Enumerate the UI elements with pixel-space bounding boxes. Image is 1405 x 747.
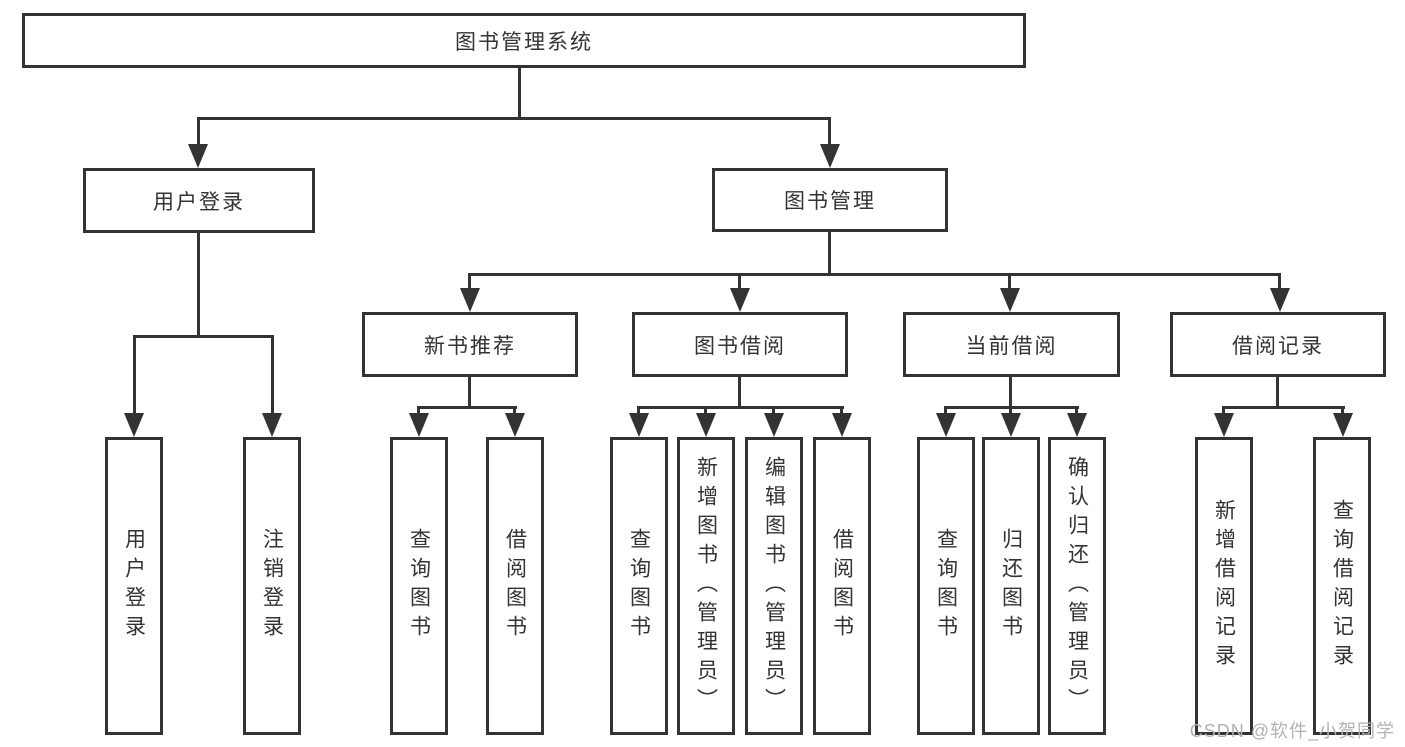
node-return-books: 归还图书 [982, 437, 1040, 735]
node-label: 查询图书 [627, 528, 651, 644]
connector-line [1222, 406, 1345, 409]
csdn-watermark: CSDN @软件_小贺同学 [1189, 721, 1395, 741]
node-borrowing-records: 借阅记录 [1170, 312, 1386, 377]
connector-line [133, 335, 136, 415]
connector-line [1075, 406, 1078, 415]
node-book-borrowing: 图书借阅 [632, 312, 848, 377]
connector-line [197, 117, 200, 147]
connector-line [468, 273, 471, 290]
node-label: 图书管理系统 [455, 30, 593, 54]
connector-line [271, 335, 274, 415]
arrow-down-icon [1001, 413, 1021, 437]
arrow-down-icon [188, 144, 208, 168]
node-label: 当前借阅 [965, 334, 1058, 358]
connector-line [1278, 273, 1281, 290]
connector-line [704, 406, 707, 415]
connector-line [417, 406, 420, 415]
arrow-down-icon [1333, 413, 1353, 437]
arrow-down-icon [764, 413, 784, 437]
connector-line [738, 377, 741, 409]
connector-line [828, 117, 831, 147]
connector-line [1276, 377, 1279, 409]
connector-line [772, 406, 775, 415]
arrow-down-icon [1067, 413, 1087, 437]
node-current-borrowing: 当前借阅 [903, 312, 1120, 377]
node-label: 图书借阅 [694, 334, 786, 358]
node-label: 查询借阅记录 [1330, 499, 1354, 673]
node-label: 注销登录 [260, 528, 284, 644]
arrow-down-icon [936, 413, 956, 437]
connector-line [840, 406, 843, 415]
connector-line [468, 377, 471, 409]
node-label: 借阅图书 [830, 528, 854, 644]
node-label: 归还图书 [999, 528, 1023, 644]
arrow-down-icon [1270, 288, 1290, 312]
arrow-down-icon [820, 144, 840, 168]
connector-line [1008, 273, 1011, 290]
node-add-borrow-record: 新增借阅记录 [1195, 437, 1253, 735]
connector-line [637, 406, 640, 415]
connector-line [518, 68, 521, 120]
connector-line [1009, 375, 1012, 409]
connector-line [828, 232, 831, 276]
connector-line [944, 406, 947, 415]
node-confirm-return-admin: 确认归还（管理员） [1048, 437, 1106, 735]
node-borrow-books: 借阅图书 [813, 437, 871, 735]
node-label: 查询图书 [934, 528, 958, 644]
connector-line [738, 273, 741, 290]
node-new-book-recommendation: 新书推荐 [362, 312, 578, 377]
arrow-down-icon [832, 413, 852, 437]
connector-line [1009, 406, 1012, 415]
connector-line [133, 335, 274, 338]
connector-line [468, 273, 1281, 276]
connector-line [1222, 406, 1225, 415]
node-logout: 注销登录 [243, 437, 301, 735]
node-label: 用户登录 [122, 528, 146, 644]
node-label: 借阅记录 [1232, 334, 1324, 358]
node-library-management-system: 图书管理系统 [22, 13, 1026, 68]
connector-line [197, 117, 831, 120]
arrow-down-icon [409, 413, 429, 437]
arrow-down-icon [696, 413, 716, 437]
arrow-down-icon [1214, 413, 1234, 437]
node-add-books-admin: 新增图书（管理员） [677, 437, 735, 735]
node-query-borrow-record: 查询借阅记录 [1313, 437, 1371, 735]
node-label: 用户登录 [153, 190, 245, 214]
arrow-down-icon [124, 413, 144, 437]
node-query-books-recommendation: 查询图书 [390, 437, 448, 735]
arrow-down-icon [460, 288, 480, 312]
node-label: 借阅图书 [503, 528, 527, 644]
arrow-down-icon [629, 413, 649, 437]
arrow-down-icon [1000, 288, 1020, 312]
node-edit-books-admin: 编辑图书（管理员） [745, 437, 803, 735]
node-user-login-leaf: 用户登录 [105, 437, 163, 735]
node-query-books-borrowing: 查询图书 [610, 437, 668, 735]
node-book-management: 图书管理 [712, 168, 948, 232]
connector-line [417, 406, 517, 409]
node-label: 确认归还（管理员） [1065, 455, 1089, 717]
node-label: 新增借阅记录 [1212, 499, 1236, 673]
node-label: 编辑图书（管理员） [762, 455, 786, 717]
node-user-login: 用户登录 [83, 168, 315, 233]
connector-line [197, 233, 200, 338]
node-borrow-books-recommendation: 借阅图书 [486, 437, 544, 735]
arrow-down-icon [730, 288, 750, 312]
connector-line [637, 406, 844, 409]
connector-line [513, 406, 516, 415]
node-query-books-current: 查询图书 [917, 437, 975, 735]
node-label: 新书推荐 [424, 334, 516, 358]
node-label: 新增图书（管理员） [694, 455, 718, 717]
node-label: 图书管理 [784, 190, 876, 213]
arrow-down-icon [505, 413, 525, 437]
arrow-down-icon [262, 413, 282, 437]
node-label: 查询图书 [407, 528, 431, 644]
connector-line [1341, 406, 1344, 415]
